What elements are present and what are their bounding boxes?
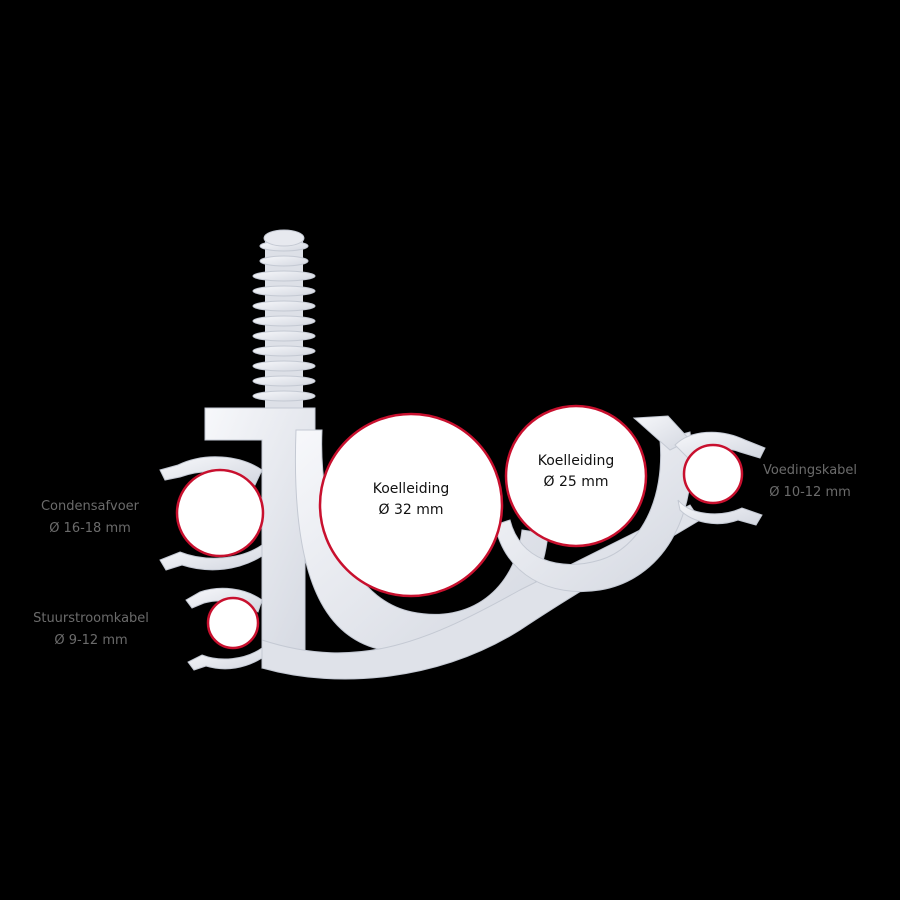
anchor-rib: [259, 255, 309, 267]
anchor-rib: [252, 345, 316, 357]
anchor-rib: [252, 390, 316, 402]
koelleiding-32-name: Koelleiding: [372, 481, 450, 497]
voedingskabel-ring: [682, 443, 744, 505]
anchor-rib: [252, 330, 316, 342]
condensafvoer-ring: [175, 468, 265, 558]
anchor-rib: [252, 270, 316, 282]
koelleiding-25-label: Koelleiding Ø 25 mm: [506, 451, 646, 493]
koelleiding-32-ring: [318, 412, 504, 598]
koelleiding-25-diameter: Ø 25 mm: [543, 474, 609, 490]
koelleiding-25-name: Koelleiding: [537, 453, 615, 469]
stuurstroomkabel-name: Stuurstroomkabel: [33, 611, 149, 626]
anchor-rib: [252, 375, 316, 387]
koelleiding-25-ring: [504, 404, 648, 548]
condensafvoer-label: Condensafvoer Ø 16-18 mm: [20, 496, 160, 540]
condensafvoer-name: Condensafvoer: [40, 499, 140, 514]
voedingskabel-name: Voedingskabel: [762, 463, 858, 478]
anchor-rib: [252, 360, 316, 372]
anchor-rib: [252, 300, 316, 312]
screw-anchor: [252, 229, 316, 415]
condensafvoer-diameter: Ø 16-18 mm: [49, 521, 131, 536]
koelleiding-32-label: Koelleiding Ø 32 mm: [341, 479, 481, 521]
koelleiding-32-diameter: Ø 32 mm: [378, 502, 444, 518]
voedingskabel-label: Voedingskabel Ø 10-12 mm: [740, 460, 880, 504]
anchor-rib: [252, 285, 316, 297]
stuurstroomkabel-label: Stuurstroomkabel Ø 9-12 mm: [18, 608, 164, 652]
stuurstroomkabel-diameter: Ø 9-12 mm: [54, 633, 128, 648]
bracket-body: [159, 407, 766, 680]
anchor-rib: [252, 315, 316, 327]
stuurstroomkabel-ring: [206, 596, 260, 650]
voedingskabel-diameter: Ø 10-12 mm: [769, 485, 851, 500]
